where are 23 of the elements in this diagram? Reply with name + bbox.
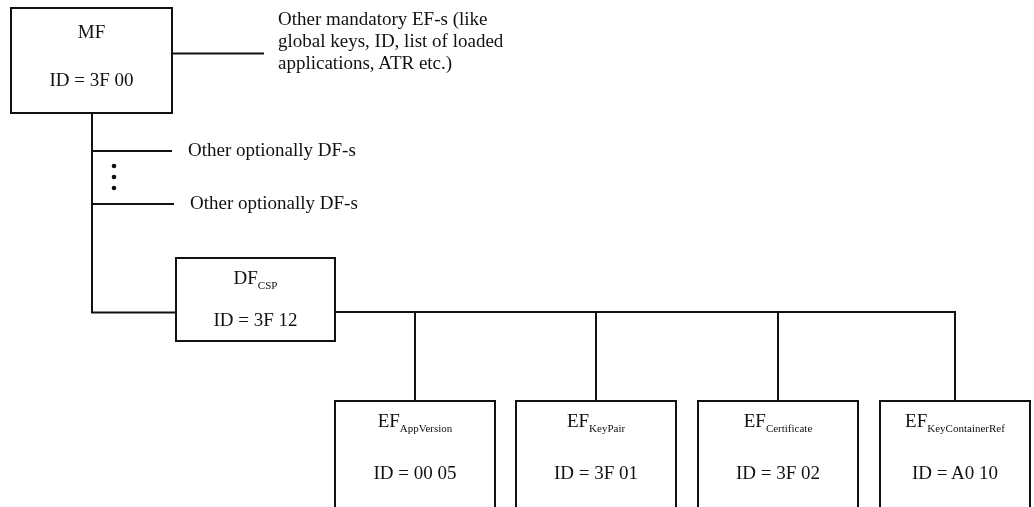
note-text: Other optionally DF-s [188, 139, 388, 163]
note-text: Other optionally DF-s [190, 192, 390, 216]
file-box [10, 7, 173, 114]
file-box [879, 400, 1031, 507]
file-name: EF$_{AppVersion}$ [376, 410, 454, 434]
file-box [175, 257, 336, 342]
file-box [334, 400, 496, 507]
file-name: EF$_{KeyPair}$ [565, 410, 627, 434]
connector-line [172, 52, 265, 55]
note-text: Other mandatory EF-s (like global keys, ID, list of loaded applications, ATR etc.) [278, 8, 538, 98]
file-id: ID = 3F 00 [48, 69, 135, 91]
file-name: EF$_{Certificate}$ [742, 410, 814, 434]
file-name: DF$_{CSP}$ [232, 267, 279, 291]
file-name: EF$_{KeyContainerRef}$ [904, 410, 1006, 434]
file-id: ID = 3F 12 [212, 309, 299, 331]
file-id: ID = 3F 01 [552, 462, 640, 484]
file-id: ID = A0 10 [910, 462, 1000, 484]
connector-line [91, 113, 176, 314]
file-box [515, 400, 677, 507]
file-name: MF [76, 21, 107, 43]
file-id: ID = 3F 02 [734, 462, 822, 484]
file-id: ID = 00 05 [372, 462, 458, 484]
file-box [697, 400, 859, 507]
